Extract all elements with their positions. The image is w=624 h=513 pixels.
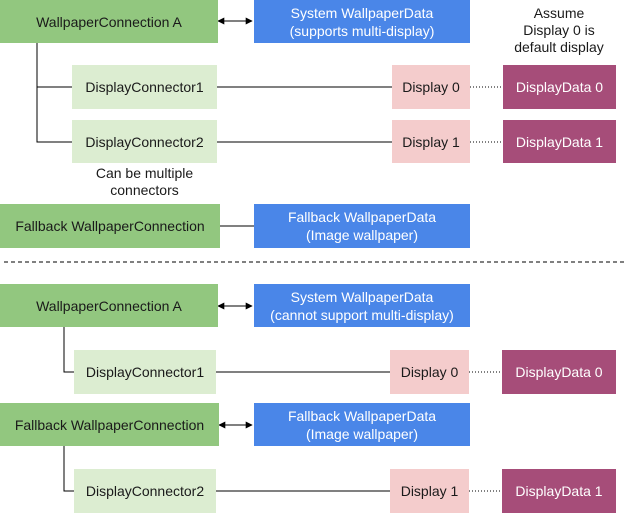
top-display-data-1: DisplayData 1 [503, 120, 616, 163]
top-wallpaper-connection-a: WallpaperConnection A [0, 0, 218, 43]
top-multiple-connectors-note: Can be multiple connectors [95, 165, 194, 198]
top-display-1: Display 1 [392, 120, 470, 163]
top-fallback-wallpaper-data: Fallback WallpaperData (Image wallpaper) [254, 204, 470, 248]
top-conn-tree-line [36, 43, 72, 143]
bottom-wallpaper-connection-a: WallpaperConnection A [0, 284, 218, 327]
top-fallback-wallpaper-connection: Fallback WallpaperConnection [0, 204, 220, 248]
bottom-fallback-wallpaper-connection: Fallback WallpaperConnection [0, 403, 219, 446]
top-display-data-0: DisplayData 0 [503, 65, 616, 109]
bottom-display-connector-1: DisplayConnector1 [74, 350, 216, 394]
bottom-display-1: Display 1 [390, 469, 469, 513]
bottom-fallback-tree-line [63, 446, 74, 492]
top-display-0: Display 0 [392, 65, 470, 109]
top-display-connector-1: DisplayConnector1 [72, 65, 217, 109]
bottom-system-wallpaper-data: System WallpaperData (cannot support mul… [254, 284, 470, 327]
bottom-display-data-1: DisplayData 1 [502, 469, 616, 513]
top-assume-default-display-note: Assume Display 0 is default display [514, 5, 604, 55]
bottom-display-connector-2: DisplayConnector2 [74, 469, 216, 513]
bottom-conn-tree-line [63, 327, 74, 373]
bottom-display-0: Display 0 [390, 350, 469, 394]
bottom-display-data-0: DisplayData 0 [502, 350, 616, 394]
top-display-connector-2: DisplayConnector2 [72, 120, 217, 163]
bottom-fallback-wallpaper-data: Fallback WallpaperData (Image wallpaper) [254, 403, 470, 446]
top-system-wallpaper-data: System WallpaperData (supports multi-dis… [254, 0, 470, 43]
